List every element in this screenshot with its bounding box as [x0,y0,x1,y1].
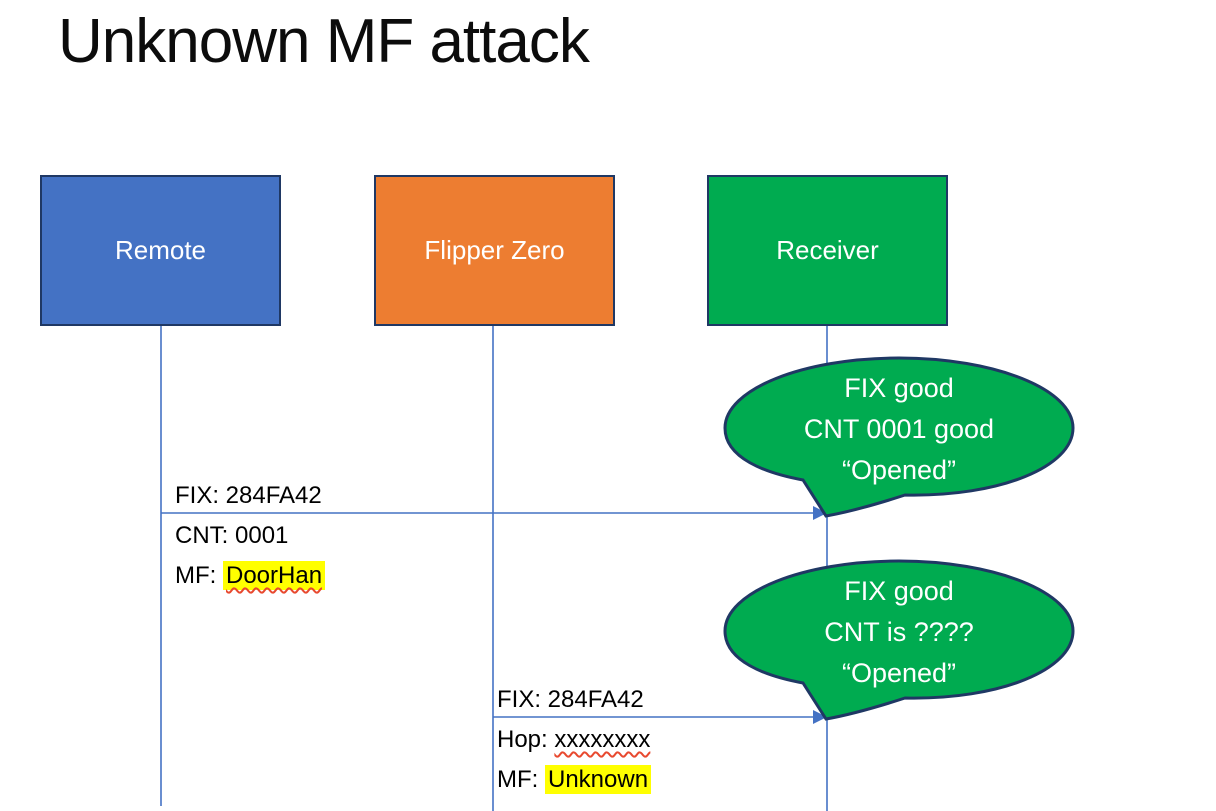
message-2-hop-value: xxxxxxxx [554,726,651,753]
message-2-labels: FIX: 284FA42 Hop: xxxxxxxx MF: Unknown [497,680,652,800]
message-1-labels: FIX: 284FA42 CNT: 0001 MF: DoorHan [175,476,326,596]
message-2-mf-value-highlighted: Unknown [545,765,652,794]
actor-box-remote: Remote [40,175,281,326]
message-2-hop: Hop: xxxxxxxx [497,720,651,760]
arrowhead-icon [813,506,827,520]
speech-bubble-2-group [723,559,1075,721]
message-1-cnt: CNT: 0001 [175,522,289,549]
message-2-mf-prefix: MF: [497,766,545,793]
message-2-hop-prefix: Hop: [497,726,555,753]
actor-box-receiver: Receiver [707,175,948,326]
speech-bubble-2 [723,559,1075,721]
message-1-mf-prefix: MF: [175,562,223,589]
message-1-mf: MF: DoorHan [175,556,326,596]
message-1-mf-value-highlighted: DoorHan [223,561,326,590]
speech-bubble-1 [723,356,1075,518]
arrowhead-icon [813,710,827,724]
message-2-mf: MF: Unknown [497,760,652,800]
message-1-fix: FIX: 284FA42 [175,482,322,509]
message-2-fix: FIX: 284FA42 [497,686,644,713]
actor-label-flipper-zero: Flipper Zero [424,235,565,265]
actor-box-flipper-zero: Flipper Zero [374,175,615,326]
actor-label-remote: Remote [114,235,207,265]
actor-label-receiver: Receiver [776,235,879,265]
slide-title: Unknown MF attack [58,7,590,76]
